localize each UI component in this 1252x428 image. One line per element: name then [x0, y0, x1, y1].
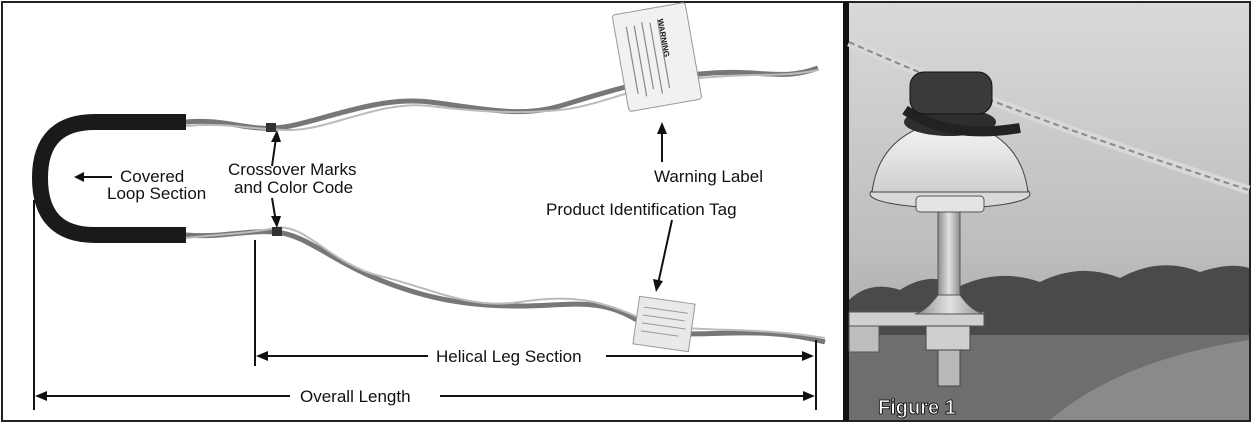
- lower-helical-leg: [186, 227, 825, 342]
- photo-insulator-top: [910, 72, 992, 114]
- product-id-tag: [633, 296, 695, 351]
- helical-leg-label: Helical Leg Section: [436, 347, 582, 366]
- warning-label-text: Warning Label: [654, 167, 763, 186]
- diagram-panel: WARNING Covered Loop Section: [34, 2, 825, 410]
- helical-leg-arrowhead-left: [256, 351, 268, 361]
- photo-crossarm-brace: [849, 326, 879, 352]
- product-tag-label: Product Identification Tag: [546, 200, 737, 219]
- overall-length-label: Overall Length: [300, 387, 411, 406]
- product-tag-pointer: [658, 220, 672, 284]
- covered-loop-arrowhead: [74, 172, 84, 182]
- figure-caption: Figure 1: [878, 397, 956, 419]
- overall-arrowhead-right: [803, 391, 815, 401]
- warning-label-tag: WARNING: [612, 2, 702, 111]
- crossover-arrowhead-down: [271, 216, 281, 228]
- overall-arrowhead-left: [35, 391, 47, 401]
- helical-leg-arrowhead-right: [802, 351, 814, 361]
- upper-helical-leg: [186, 68, 818, 130]
- photo-panel: Figure 1: [849, 3, 1249, 420]
- product-tag-arrowhead: [653, 279, 663, 292]
- crossover-label-line2: and Color Code: [234, 178, 353, 197]
- crossover-mark-upper: [266, 123, 276, 132]
- photo-insulator-collar: [916, 196, 984, 212]
- covered-loop-label-line2: Loop Section: [107, 184, 206, 203]
- crossover-mark-lower: [272, 227, 282, 236]
- photo-nut: [926, 326, 970, 350]
- photo-bolt: [938, 350, 960, 386]
- warning-arrowhead: [657, 122, 667, 134]
- crossover-label-line1: Crossover Marks: [228, 160, 356, 179]
